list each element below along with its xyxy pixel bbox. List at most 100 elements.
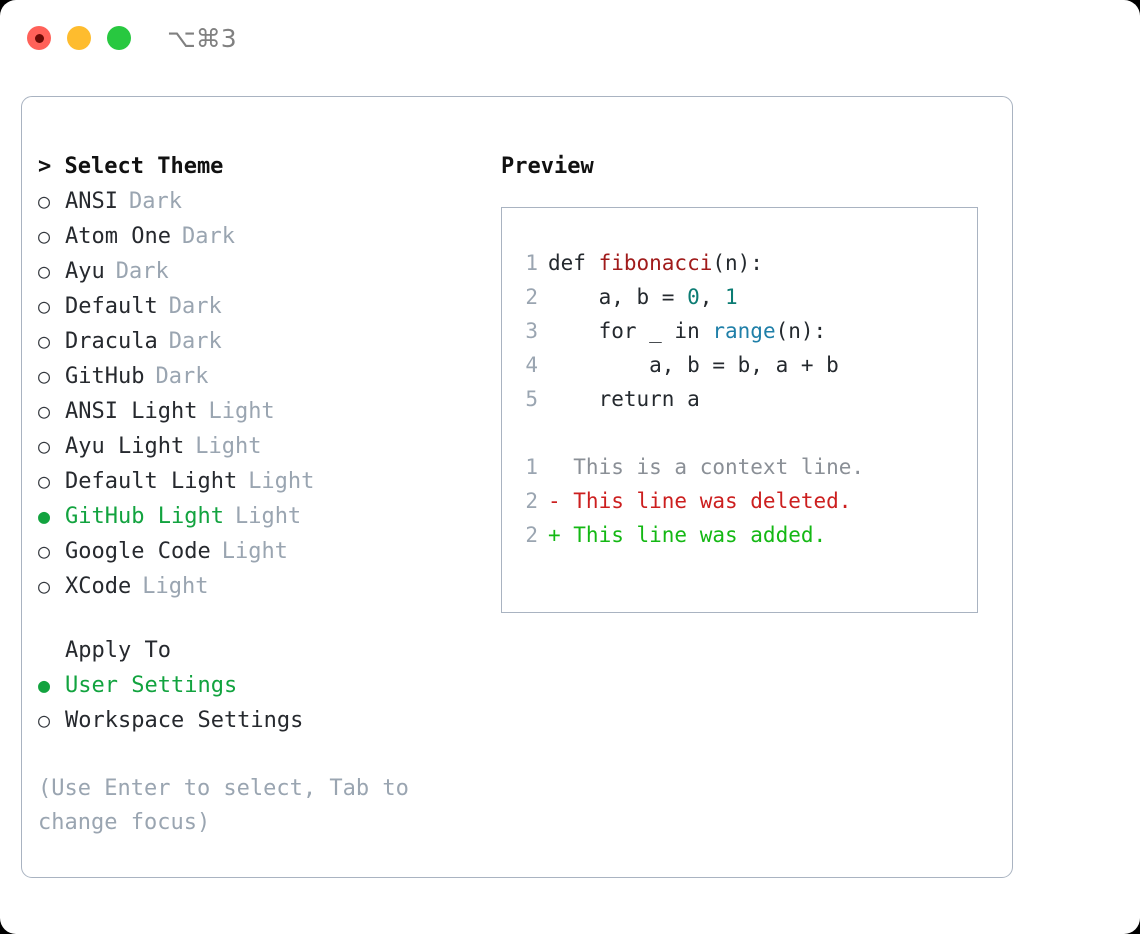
close-button[interactable]	[27, 26, 51, 50]
theme-option-github-light[interactable]: ● GitHub Light Light	[38, 499, 478, 534]
diff-line: 1 This is a context line.	[502, 450, 977, 484]
keyboard-shortcut-label: ⌥⌘3	[167, 24, 237, 53]
theme-option-label: ANSI Light	[65, 399, 198, 424]
preview-heading: Preview	[501, 154, 594, 179]
select-theme-heading: > Select Theme	[38, 154, 224, 179]
code-token-plain: a, b =	[548, 285, 688, 309]
theme-option-category: Dark	[181, 224, 235, 249]
code-token-plain: ,	[699, 285, 726, 309]
radio-unselected-icon: ○	[38, 399, 51, 423]
diff-line-number: 2	[525, 523, 538, 547]
theme-option-label: Dracula	[65, 329, 158, 354]
code-line: 5 return a	[502, 382, 977, 416]
theme-option-atom-one[interactable]: ○ Atom One Dark	[38, 219, 478, 254]
theme-option-label: ANSI	[65, 189, 118, 214]
radio-unselected-icon: ○	[38, 574, 51, 598]
theme-option-label: Default Light	[65, 469, 238, 494]
radio-unselected-icon: ○	[38, 329, 51, 353]
theme-option-xcode[interactable]: ○ XCode Light	[38, 569, 478, 604]
theme-option-ansi[interactable]: ○ ANSI Dark	[38, 184, 478, 219]
theme-option-category: Light	[208, 399, 275, 424]
diff-line-text: + This line was added.	[548, 523, 827, 547]
diff-line-text: This is a context line.	[548, 455, 865, 479]
theme-option-google-code[interactable]: ○ Google Code Light	[38, 534, 478, 569]
theme-option-category: Light	[248, 469, 315, 494]
apply-to-option-workspace-settings[interactable]: ○Workspace Settings	[38, 703, 478, 738]
theme-option-label: Ayu	[65, 259, 105, 284]
code-token-num: 0	[687, 285, 700, 309]
window-controls	[27, 26, 131, 50]
theme-option-label: GitHub	[65, 364, 145, 389]
diff-line-text: - This line was deleted.	[548, 489, 852, 513]
theme-option-label: GitHub Light	[65, 504, 224, 529]
radio-unselected-icon: ○	[38, 189, 51, 213]
code-token-call: range	[712, 319, 776, 343]
theme-option-ayu[interactable]: ○ Ayu Dark	[38, 254, 478, 289]
code-line-content: for _ in range(n):	[548, 314, 827, 348]
theme-option-category: Dark	[115, 259, 169, 284]
theme-option-category: Light	[195, 434, 262, 459]
apply-to-option-label: User Settings	[65, 673, 238, 698]
radio-unselected-icon: ○	[38, 259, 51, 283]
radio-unselected-icon: ○	[38, 224, 51, 248]
code-token-num: 1	[725, 285, 738, 309]
theme-option-label: Default	[65, 294, 158, 319]
theme-option-category: Dark	[168, 329, 222, 354]
theme-option-category: Light	[234, 504, 302, 529]
code-token-kw: return a	[548, 387, 700, 411]
keyboard-hint-text: (Use Enter to select, Tab to change focu…	[38, 776, 409, 835]
diff-line: 2 + This line was added.	[502, 518, 977, 552]
theme-option-label: XCode	[65, 574, 132, 599]
title-bar: ⌥⌘3	[0, 0, 1140, 78]
code-token-plain: (n):	[775, 319, 827, 343]
diff-line: 2 - This line was deleted.	[502, 484, 977, 518]
apply-to-heading: Apply To	[65, 638, 171, 663]
code-line-content: return a	[548, 382, 700, 416]
code-line-content: a, b = b, a + b	[548, 348, 839, 382]
code-line: 2 a, b = 0, 1	[502, 280, 977, 314]
radio-unselected-icon: ○	[38, 708, 51, 732]
radio-unselected-icon: ○	[38, 434, 51, 458]
code-token-plain: (n):	[712, 251, 763, 275]
radio-selected-icon: ●	[38, 504, 51, 528]
code-line: 3 for _ in range(n):	[502, 314, 977, 348]
theme-option-dracula[interactable]: ○ Dracula Dark	[38, 324, 478, 359]
code-spacer	[502, 416, 977, 450]
theme-option-ansi-light[interactable]: ○ ANSI Light Light	[38, 394, 478, 429]
code-token-plain: a, b = b, a + b	[548, 353, 839, 377]
radio-unselected-icon: ○	[38, 469, 51, 493]
minimize-button[interactable]	[67, 26, 91, 50]
apply-to-section: Apply To ● User Settings ○Workspace Settin…	[38, 634, 478, 738]
theme-option-category: Dark	[128, 189, 182, 214]
code-line-number: 3	[525, 319, 538, 343]
radio-unselected-icon: ○	[38, 539, 51, 563]
theme-option-category: Dark	[155, 364, 209, 389]
radio-selected-icon: ●	[38, 673, 51, 697]
apply-to-option-user-settings[interactable]: ● User Settings	[38, 668, 478, 703]
theme-option-label: Google Code	[65, 539, 211, 564]
theme-option-category: Light	[142, 574, 209, 599]
apply-to-option-list: ● User Settings ○Workspace Settings	[38, 668, 478, 738]
code-line: 4 a, b = b, a + b	[502, 348, 977, 382]
code-line-content: a, b = 0, 1	[548, 280, 738, 314]
radio-unselected-icon: ○	[38, 294, 51, 318]
zoom-button[interactable]	[107, 26, 131, 50]
code-line-number: 4	[525, 353, 538, 377]
diff-line-number: 2	[525, 489, 538, 513]
theme-option-default-light[interactable]: ○ Default Light Light	[38, 464, 478, 499]
theme-option-category: Light	[221, 539, 288, 564]
code-line-content: def fibonacci(n):	[548, 246, 763, 280]
code-token-kw: for _ in	[548, 319, 713, 343]
theme-option-label: Atom One	[65, 224, 171, 249]
